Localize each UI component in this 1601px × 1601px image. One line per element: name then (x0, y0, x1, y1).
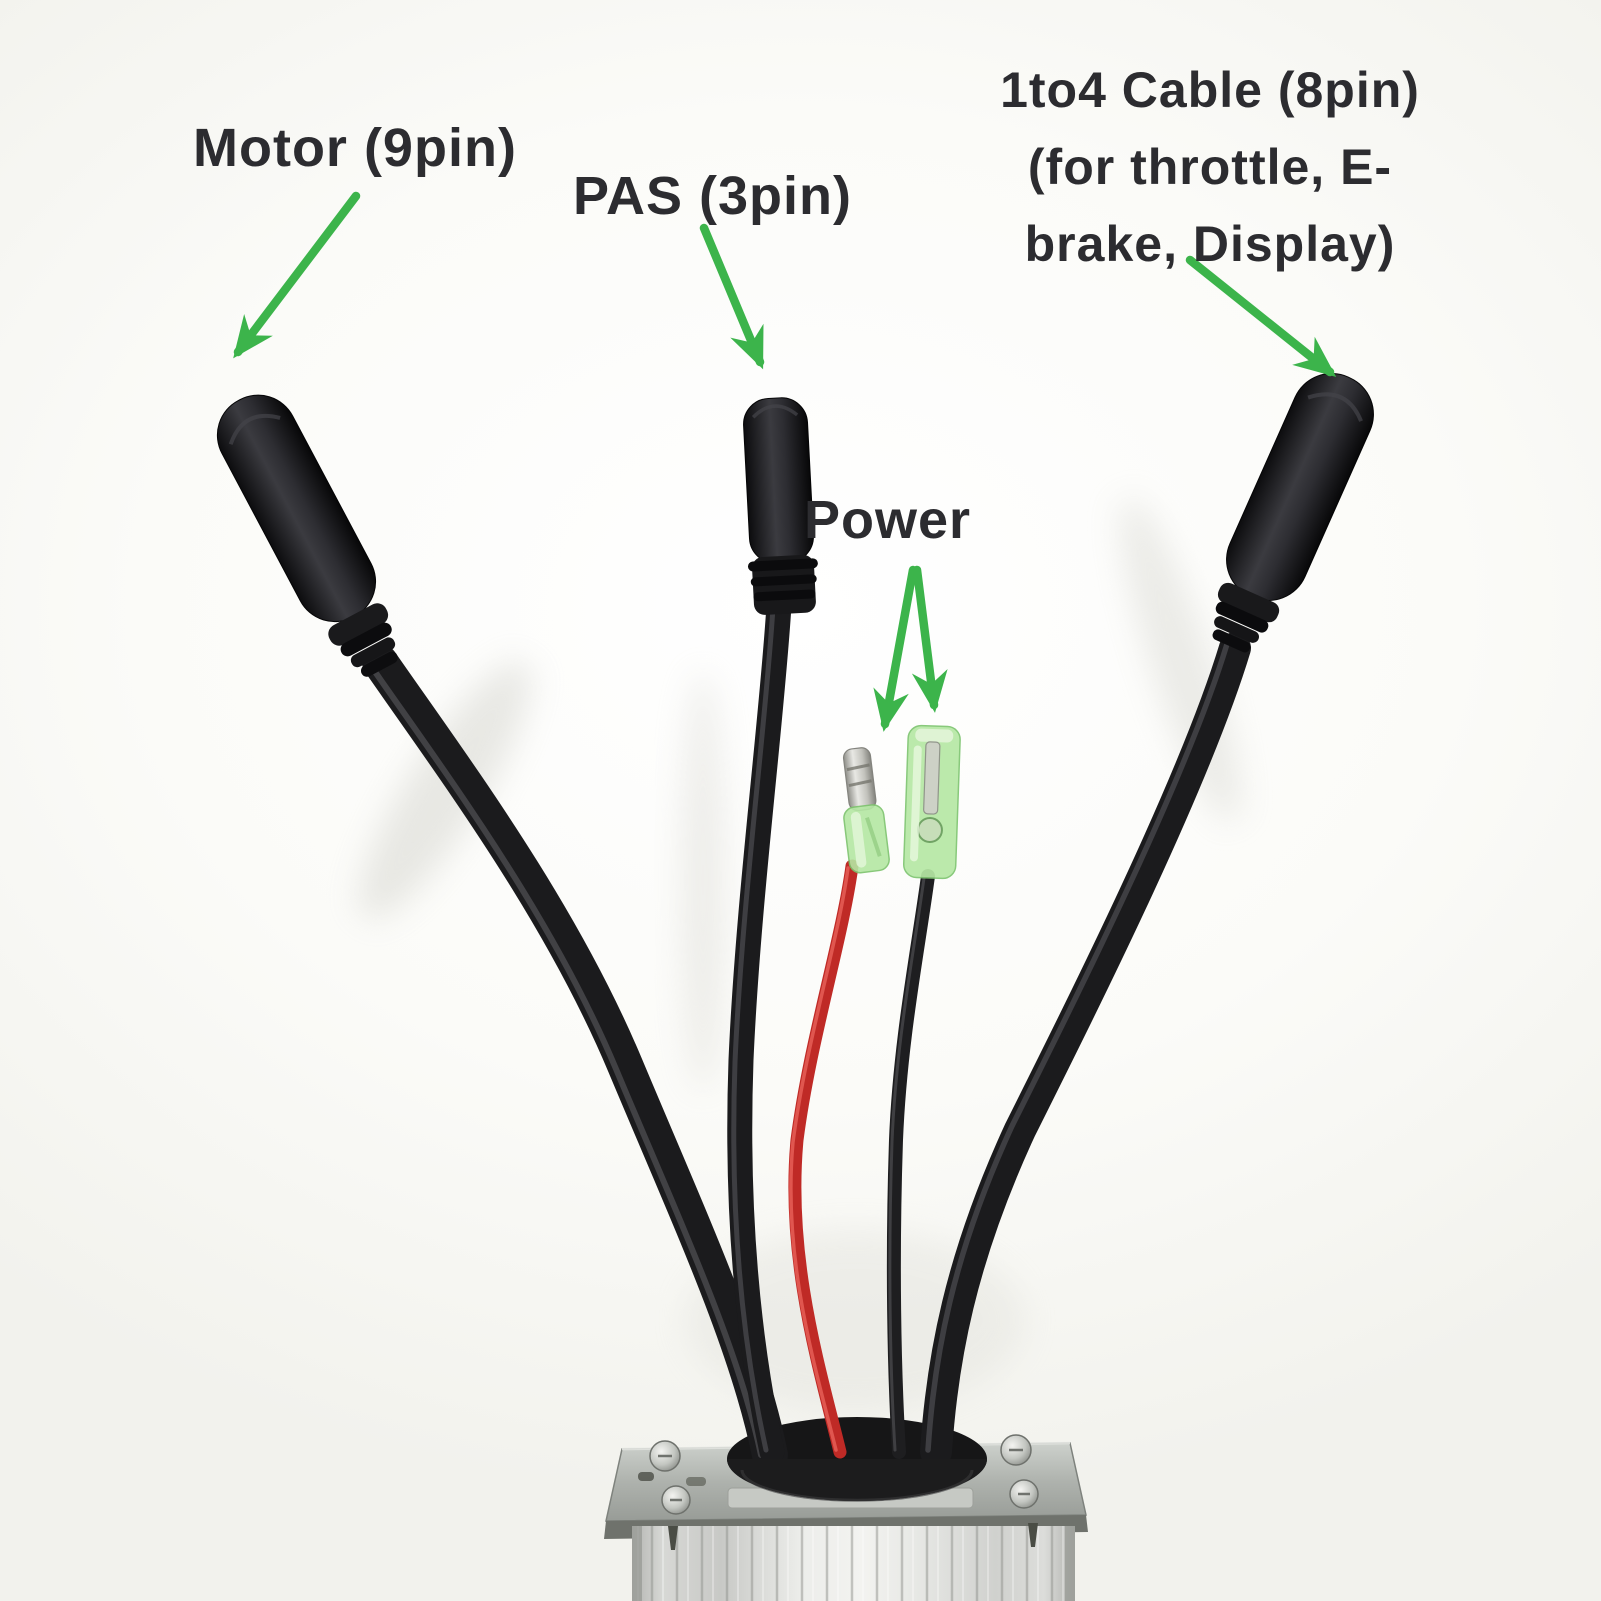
power-terminal-red (842, 747, 890, 874)
controller-aluminum-body (632, 1523, 1075, 1601)
motor-label: Motor (9pin) (193, 118, 517, 178)
power-terminal-black (902, 724, 961, 880)
annotation-arrows (233, 191, 1337, 732)
power-terminals (842, 724, 961, 880)
motor-connector (216, 394, 398, 677)
pas-arrow (699, 223, 765, 370)
one-to-four-connector (1212, 373, 1374, 653)
one-to-four-label-line3: brake, Display) (1024, 216, 1396, 272)
cable-grommet-front (727, 1459, 987, 1502)
one-to-four-label-line1: 1to4 Cable (8pin) (1000, 62, 1420, 118)
one-to-four-label: 1to4 Cable (8pin) (for throttle, E- brak… (995, 52, 1425, 283)
controller-box (604, 1417, 1088, 1601)
one-to-four-cable (920, 632, 1251, 1468)
power-wire-red (788, 859, 859, 1459)
cables (362, 592, 1251, 1473)
plate-slot (638, 1472, 654, 1481)
power-arrow-right (911, 565, 948, 713)
one-to-four-arrow (1185, 255, 1337, 377)
pas-cable (727, 592, 792, 1465)
power-arrow-left (873, 565, 918, 732)
plate-slot (686, 1477, 706, 1486)
motor-arrow (233, 191, 361, 359)
power-wire-black (886, 869, 935, 1459)
plate-clip (668, 1526, 678, 1550)
plate-screws (649, 1434, 1039, 1515)
motor-cable (362, 644, 788, 1473)
power-label: Power (804, 490, 972, 550)
pas-label: PAS (3pin) (573, 166, 852, 226)
plate-clip (1028, 1523, 1038, 1547)
pas-connector (743, 397, 818, 615)
one-to-four-label-line2: (for throttle, E- (1027, 139, 1393, 195)
